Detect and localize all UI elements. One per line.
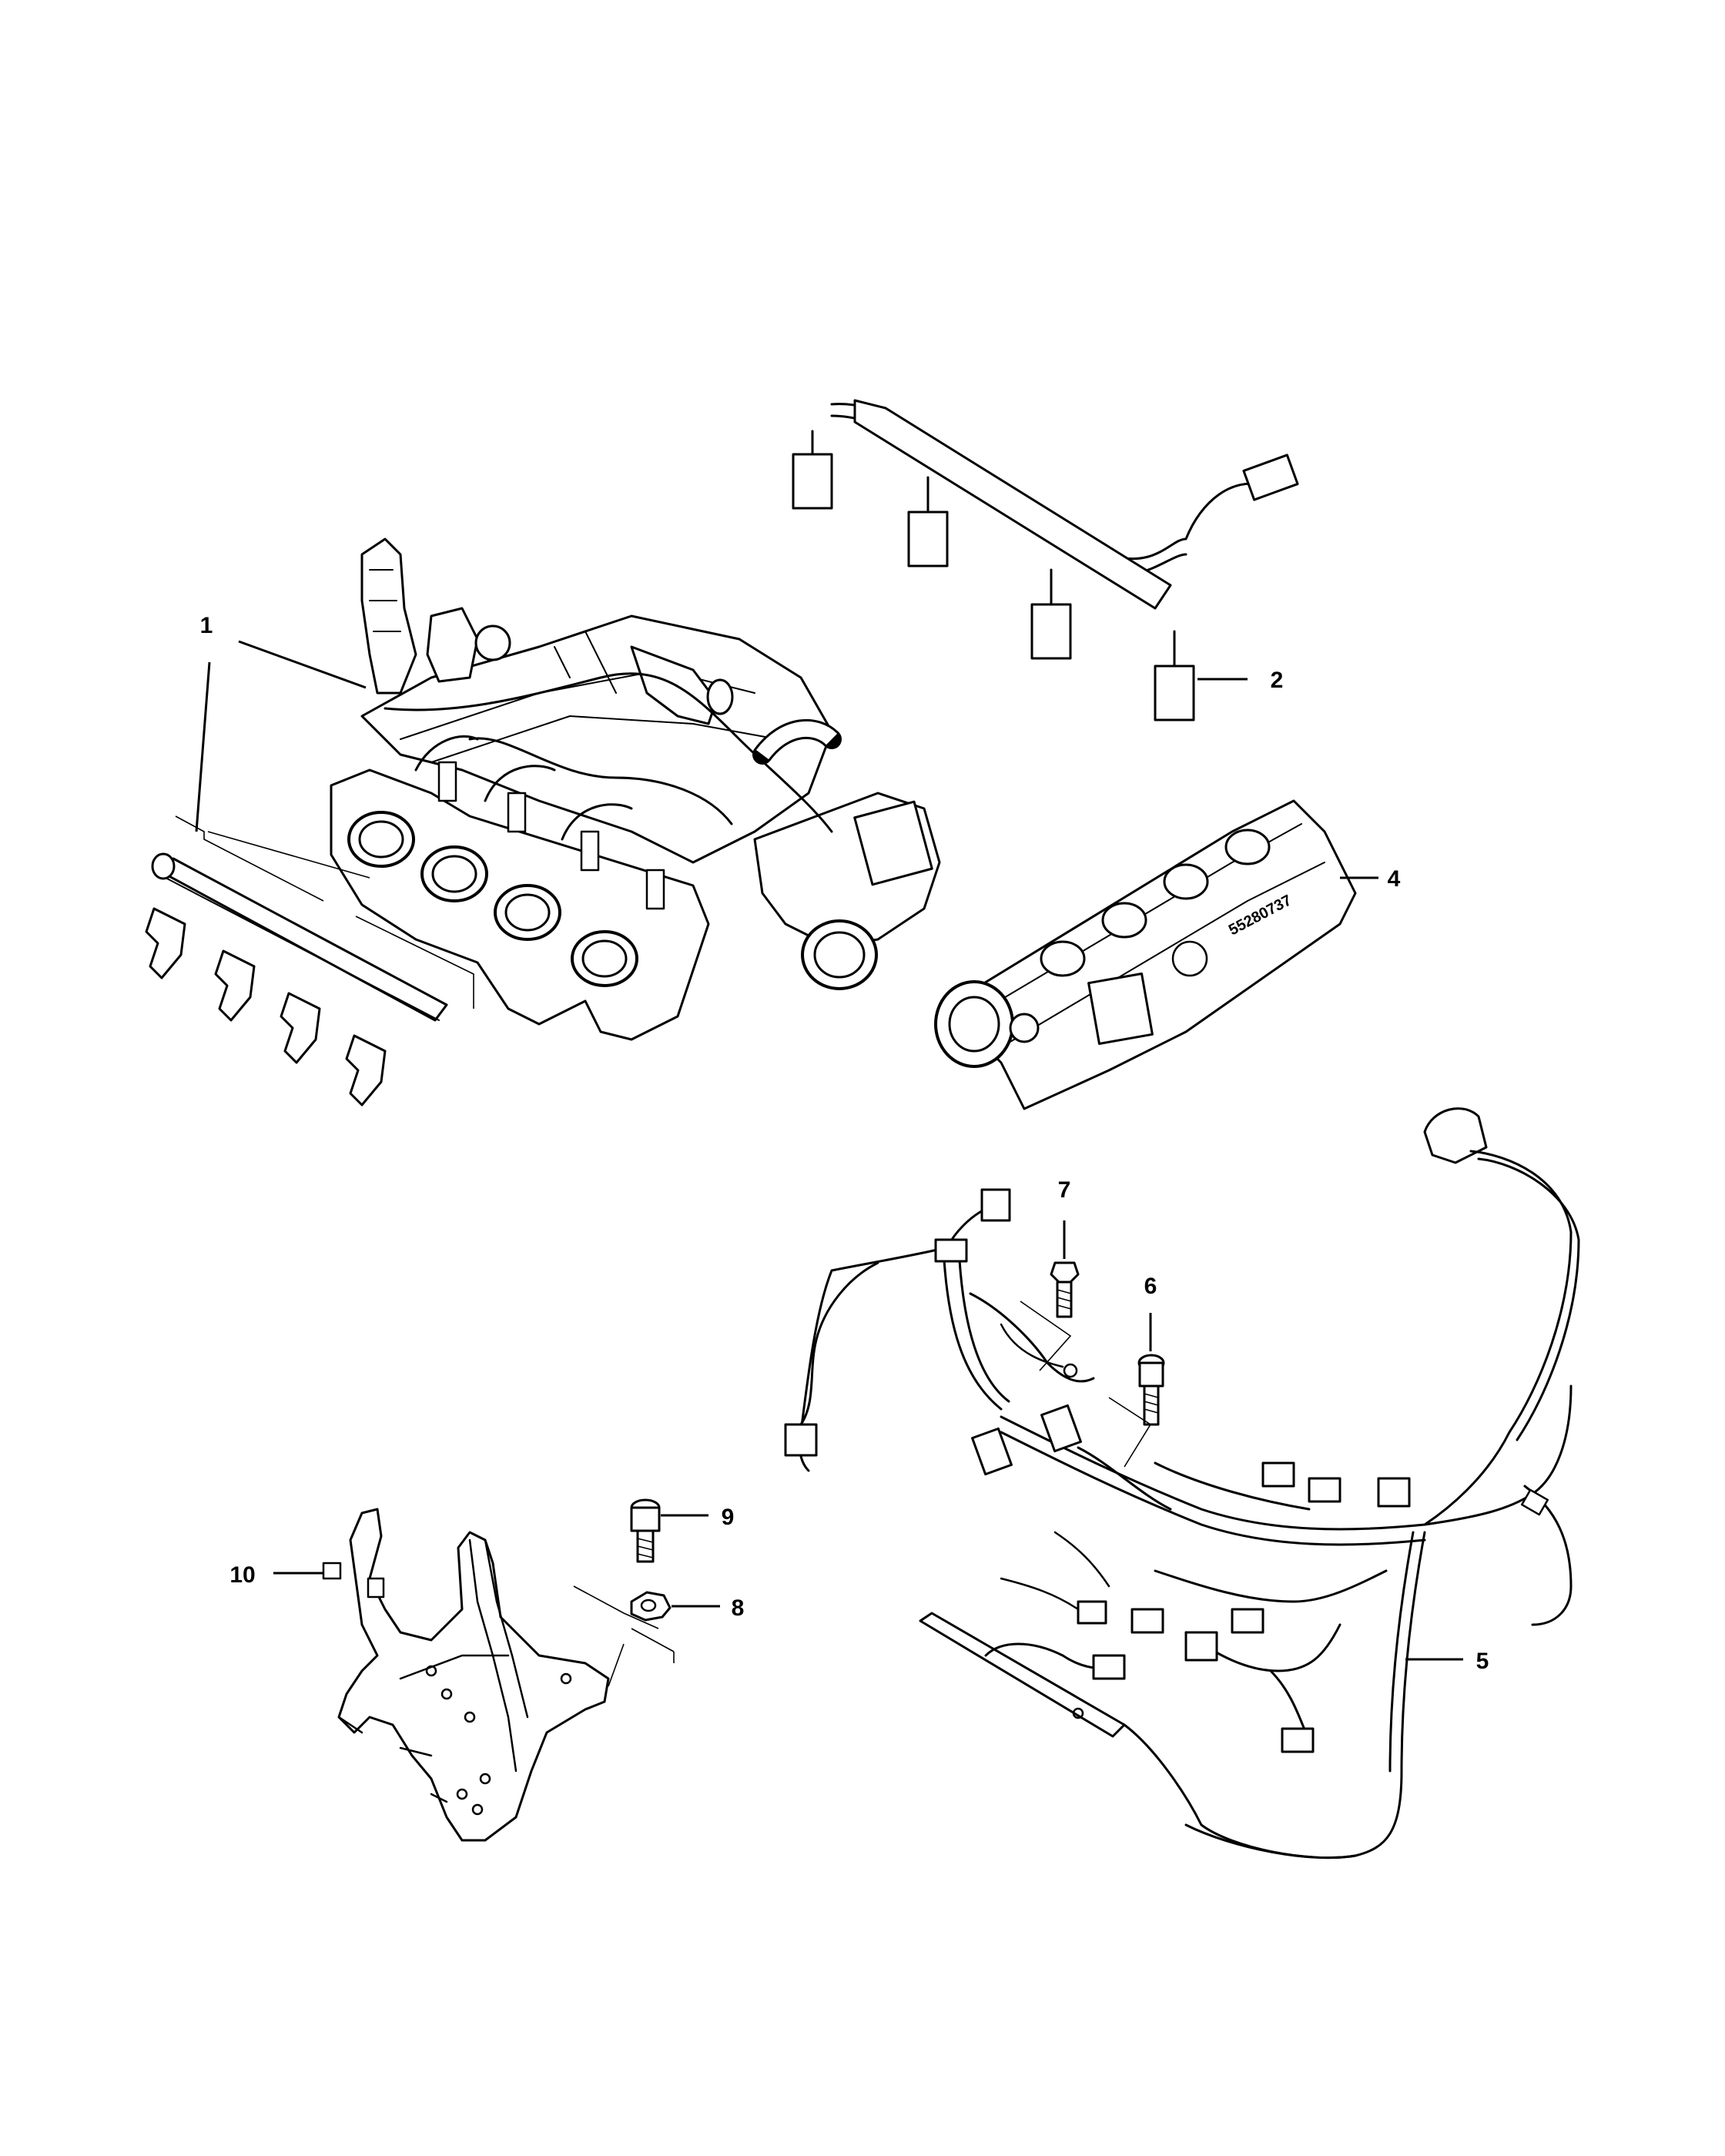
fuel-injector (214, 949, 256, 1022)
callout-9[interactable]: 9 (722, 1505, 735, 1530)
group-bracket (175, 815, 474, 1009)
callout-7[interactable]: 7 (1058, 1177, 1071, 1203)
fuel-injector (280, 992, 321, 1064)
nut-8[interactable] (630, 1591, 672, 1622)
bracket-10[interactable] (322, 1508, 610, 1842)
engine-wiring-harness[interactable] (784, 1107, 1580, 1860)
harness-connector (792, 453, 833, 510)
callout-2[interactable]: 2 (1271, 668, 1284, 693)
callout-10[interactable]: 10 (229, 1562, 255, 1588)
harness-connector (907, 511, 949, 567)
bolt-7[interactable] (1050, 1261, 1080, 1318)
intake-manifold-assembly[interactable] (330, 537, 941, 1041)
fuel-injector (145, 907, 186, 979)
harness-connector (980, 1188, 1011, 1222)
harness-main-connector (1242, 454, 1299, 501)
fuel-rail-with-injectors[interactable] (145, 852, 448, 1106)
callout-8[interactable]: 8 (732, 1595, 745, 1621)
callout-6[interactable]: 6 (1144, 1274, 1157, 1299)
harness-connector (1154, 665, 1195, 721)
harness-connector (1030, 603, 1072, 660)
leader-1a (238, 640, 367, 689)
screw-9[interactable] (630, 1498, 661, 1563)
callout-5[interactable]: 5 (1476, 1649, 1489, 1674)
cover[interactable]: 55280737 (934, 799, 1357, 1110)
injector-harness[interactable] (792, 399, 1299, 721)
fuel-injector (345, 1034, 387, 1106)
screw-6[interactable] (1137, 1354, 1165, 1426)
callout-4[interactable]: 4 (1388, 866, 1401, 892)
callout-1[interactable]: 1 (200, 613, 213, 638)
group-bracket-6 (1108, 1397, 1152, 1468)
group-bracket-7 (1020, 1301, 1072, 1371)
leader-1b (195, 661, 211, 832)
group-bracket-8-9 (573, 1585, 675, 1687)
